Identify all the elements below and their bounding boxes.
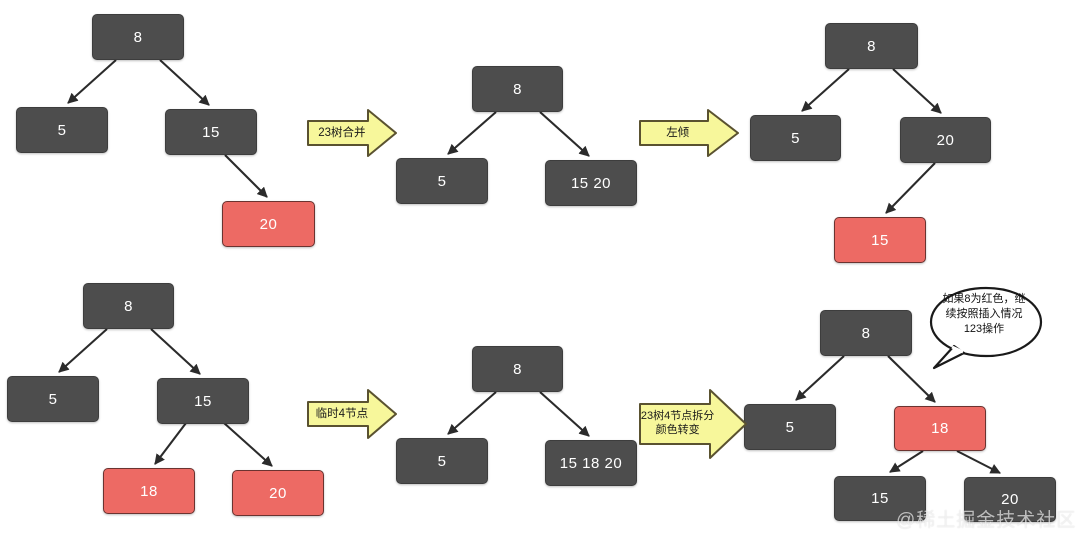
edge-t1-15-20 [224,154,268,198]
node-tree3-15[interactable]: 15 [834,217,926,263]
node-tree1-5[interactable]: 5 [16,107,108,153]
node-tree2-5[interactable]: 5 [396,158,488,204]
edge-t4-15-20 [223,422,273,467]
node-tree1-20[interactable]: 20 [222,201,315,247]
node-label: 5 [437,172,447,190]
edge-t6-18-15 [889,450,924,473]
edge-t3-20-15 [885,162,936,214]
node-tree4-20[interactable]: 20 [232,470,324,516]
node-tree2-8[interactable]: 8 [472,66,563,112]
node-tree6-5[interactable]: 5 [744,404,836,450]
node-label: 20 [936,131,955,149]
node-label: 5 [437,452,447,470]
node-label: 15 [202,123,220,141]
node-tree1-15[interactable]: 15 [165,109,257,155]
edge-t5-8-5 [447,391,497,435]
node-label: 8 [124,297,133,315]
node-label: 5 [57,121,67,139]
node-label: 15 20 [570,174,612,192]
node-label: 20 [269,484,287,502]
node-tree4-8[interactable]: 8 [83,283,174,329]
node-tree5-5[interactable]: 5 [396,438,488,484]
node-tree4-5[interactable]: 5 [7,376,99,422]
edge-t2-8-5 [447,111,497,155]
node-tree2-15-20[interactable]: 15 20 [545,160,637,206]
node-tree1-8[interactable]: 8 [92,14,184,60]
node-label: 20 [259,215,278,233]
node-label: 15 [194,392,212,410]
edge-t3-8-20 [892,68,942,114]
edge-t4-8-15 [150,328,201,375]
edge-t6-8-5 [795,355,845,401]
edge-t2-8-1520 [539,111,590,157]
node-label: 20 [1001,491,1019,508]
node-label: 8 [513,360,522,378]
transition-arrow-4node-split[interactable]: 23树4节点拆分 颜色转变 [638,388,748,460]
edge-t1-8-5 [67,59,117,104]
arrow-label: 23树4节点拆分 颜色转变 [640,410,715,436]
edge-t6-18-20 [956,450,1001,474]
node-label: 18 [931,420,949,437]
node-label: 5 [48,390,58,408]
callout-text: 如果8为红色，继续按照插入情况123操作 [942,293,1026,335]
arrow-label: 左倾 [666,126,690,139]
edge-t4-8-5 [58,328,108,373]
node-tree6-20[interactable]: 20 [964,477,1056,522]
edge-t3-8-5 [801,68,850,112]
node-tree5-15-18-20[interactable]: 15 18 20 [545,440,637,486]
transition-arrow-left-lean[interactable]: 左倾 [638,108,740,158]
node-tree3-20[interactable]: 20 [900,117,991,163]
edge-t5-8-151820 [539,391,590,437]
node-label: 8 [867,37,876,55]
arrow-label: 23树合并 [318,126,366,139]
callout-note: 如果8为红色，继续按照插入情况123操作 [928,286,1044,370]
node-tree6-18[interactable]: 18 [894,406,986,451]
node-label: 8 [133,28,143,46]
transition-arrow-23-merge[interactable]: 23树合并 [306,108,398,158]
node-tree3-5[interactable]: 5 [750,115,841,161]
transition-arrow-temp-4node[interactable]: 临时4节点 [306,388,398,440]
node-label: 15 18 20 [559,454,623,472]
node-label: 5 [785,418,795,436]
node-tree4-18[interactable]: 18 [103,468,195,514]
node-tree6-15[interactable]: 15 [834,476,926,521]
node-tree4-15[interactable]: 15 [157,378,249,424]
node-label: 8 [861,324,871,342]
arrow-label: 临时4节点 [315,407,369,420]
node-label: 18 [140,482,158,500]
node-tree6-8[interactable]: 8 [820,310,912,356]
node-label: 8 [513,80,522,98]
edge-t4-15-18 [154,422,187,465]
node-label: 5 [791,129,800,147]
node-tree5-8[interactable]: 8 [472,346,563,392]
node-label: 15 [871,231,889,249]
node-tree3-8[interactable]: 8 [825,23,918,69]
edge-t1-8-15 [159,59,210,106]
node-label: 15 [871,490,889,507]
